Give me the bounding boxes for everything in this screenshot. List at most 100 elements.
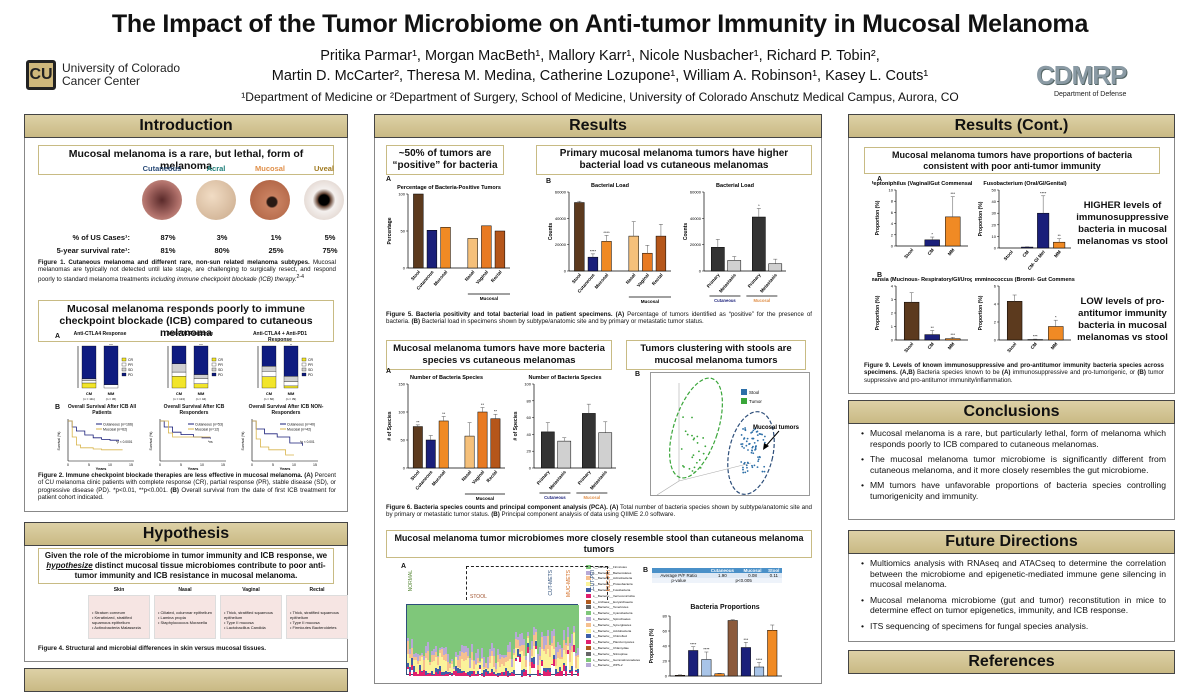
legend-swatch (586, 634, 591, 638)
caption-bold: Figure 2. Immune checkpoint blockade the… (38, 472, 302, 479)
significance-label: ** (494, 409, 498, 414)
stool-point (742, 443, 744, 445)
higher-levels-note: HIGHER levels of immunosuppressive bacte… (1070, 200, 1175, 248)
legend-label: PR (218, 363, 223, 367)
legend-label: Cutaneous (n=40) (287, 423, 315, 427)
legend-label: Mucosal (n=12) (195, 428, 219, 432)
caption-italic: including immune checkpoint blockade (IC… (151, 276, 297, 283)
bar-stool (574, 203, 584, 271)
legend-swatch (586, 658, 591, 662)
x-tick-label: Stool (903, 247, 914, 259)
legend-swatch (741, 389, 747, 395)
stool-point (740, 461, 742, 463)
x-axis-label: Years (188, 466, 199, 471)
stool-point (746, 440, 748, 442)
caption-text: Bacteria species known to be (915, 369, 1002, 376)
bar-primary (541, 432, 554, 468)
stool-point (748, 443, 750, 445)
y-axis-label: # of Species (513, 411, 519, 440)
y-tick-label: 3 (891, 297, 894, 302)
bar-metastasis (599, 433, 612, 468)
y-tick-label: 50 (401, 229, 406, 234)
x-tick: 0 (159, 463, 161, 467)
stool-point (746, 467, 748, 469)
cu-logo-mark: CU (26, 60, 56, 90)
bar-series (741, 648, 750, 677)
legend-label: CR (128, 358, 134, 362)
stack-segment-PR (284, 382, 298, 386)
bar-mucosal (439, 421, 448, 468)
legend-label: s__Bacteria;__Spirochaetes (593, 617, 631, 621)
stool-point (741, 446, 743, 448)
group-label: Mucosal (480, 296, 498, 301)
stool-point (744, 437, 746, 439)
stool-point (746, 464, 748, 466)
x-tick-label: Nasal (461, 469, 473, 482)
group-n: (n = 113) (173, 397, 185, 401)
stool-point (752, 438, 754, 440)
bar-stool (904, 302, 919, 340)
x-tick: 15 (221, 463, 225, 467)
y-tick-label: 60000 (555, 190, 567, 195)
x-tick-label: Stool (571, 272, 582, 284)
tumor-point (683, 466, 685, 468)
legend-swatch (212, 363, 216, 366)
group-n: (n = 39) (286, 397, 296, 401)
legend-label: PD (218, 373, 223, 377)
chart-peptoniphilus: Peptoniphilus (Vaginal/Gut Commensal)Pro… (872, 178, 972, 268)
bar-metastasis (728, 260, 741, 271)
group-label: CM (266, 391, 273, 396)
x-tick-label: Vaginal (475, 269, 489, 285)
melanoma-type-label: Mucosal (240, 164, 300, 173)
x-tick-label: Stool (410, 269, 421, 281)
legend-label: s__Bacteria;__WPS-2 (593, 663, 623, 667)
row-label: % of US Cases¹: (30, 233, 130, 242)
x-tick: 10 (108, 463, 112, 467)
legend-swatch (122, 373, 126, 376)
bar-series (728, 621, 737, 677)
y-tick-label: 20000 (690, 242, 702, 247)
tumor-point (700, 467, 702, 469)
significance-label: * (1055, 315, 1057, 320)
figure-1-caption: Figure 1. Cutaneous melanoma and differe… (38, 259, 336, 283)
significance-label: *** (1033, 334, 1038, 339)
tumor-point (692, 470, 694, 472)
caption-a: (A) (1002, 369, 1011, 376)
cell: 80% (202, 246, 242, 255)
x-tick-label: MM (1053, 249, 1062, 258)
bar-metastasis (769, 264, 782, 271)
results-sub-1: ~50% of tumors are “positive” for bacter… (386, 145, 504, 175)
authors-line-2: Martin D. McCarter², Theresa M. Medina, … (200, 66, 1000, 86)
bar-nasal (629, 236, 639, 271)
legend-label: s__Bacteria;__Chlamydiae (593, 646, 629, 650)
table-cell: p<0.005 (705, 578, 782, 583)
bar-series (702, 660, 711, 677)
cell: 1% (256, 233, 296, 242)
y-tick-label: 100 (398, 410, 405, 415)
results-sub-3: Mucosal melanoma tumors have more bacter… (386, 340, 612, 370)
legend-label: Cutaneous (n=166) (103, 423, 133, 427)
legend-label: s__Bacteria;__Gemmatimonadetes (593, 658, 640, 662)
stack-segment-CR (82, 383, 96, 388)
x-tick-label: Primary (706, 272, 721, 289)
tissue-label: Vaginal (220, 587, 282, 593)
bar-primary (752, 217, 765, 271)
stool-point (743, 463, 745, 465)
arrow-icon (765, 431, 779, 447)
significance-label: **** (1040, 190, 1047, 195)
significance-label: ** (481, 402, 485, 407)
stool-point (760, 433, 762, 435)
y-axis-label: Survival (%) (57, 432, 61, 451)
caption-bold: Figure 5. Bacteria positivity and total … (386, 311, 613, 318)
significance-label: **** (603, 230, 610, 235)
tumor-point (694, 466, 696, 468)
y-tick-label: 4 (891, 284, 894, 289)
legend-label: s__Bacteria;__Nitrospirae (593, 652, 628, 656)
y-tick-label: 10 (889, 188, 894, 193)
bar-rectal (495, 231, 505, 268)
km-title: Overall Survival After ICB Responders (154, 404, 234, 416)
